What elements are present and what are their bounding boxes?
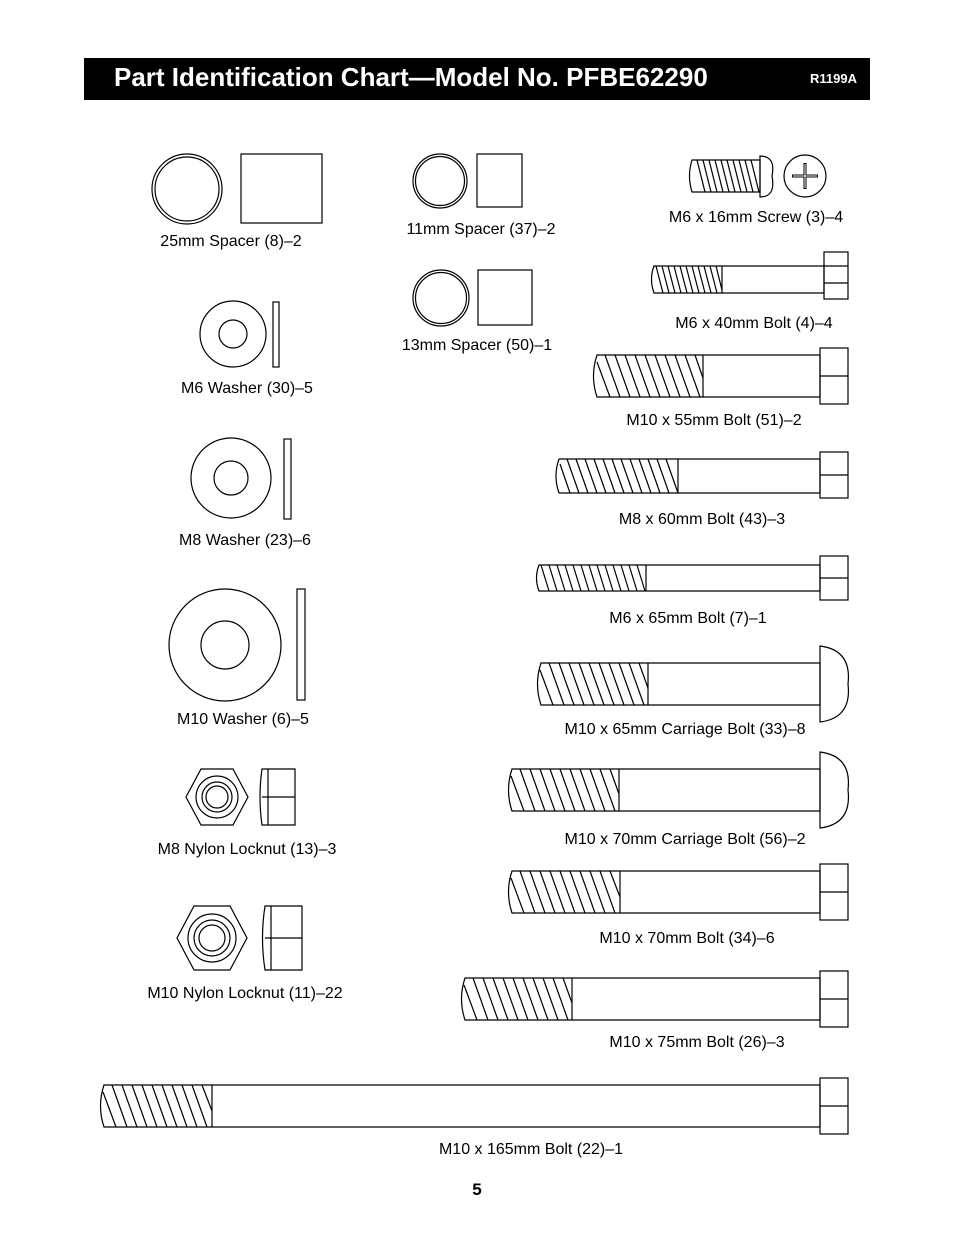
label-carriage-bolt-m10x70: M10 x 70mm Carriage Bolt (56)–2 (564, 831, 806, 848)
label-spacer-13mm: 13mm Spacer (50)–1 (401, 337, 553, 354)
locknut-m10-drawing (176, 905, 303, 971)
label-washer-m8: M8 Washer (23)–6 (179, 532, 311, 549)
label-bolt-m8x60: M8 x 60mm Bolt (43)–3 (618, 511, 786, 528)
label-bolt-m6x40: M6 x 40mm Bolt (4)–4 (675, 315, 833, 332)
label-washer-m6: M6 Washer (30)–5 (181, 380, 313, 397)
header-bar: Part Identification Chart—Model No. PFBE… (84, 58, 870, 100)
label-bolt-m6x65: M6 x 65mm Bolt (7)–1 (609, 610, 767, 627)
label-spacer-11mm: 11mm Spacer (37)–2 (406, 221, 556, 238)
label-bolt-m10x75: M10 x 75mm Bolt (26)–3 (609, 1034, 785, 1051)
label-bolt-m10x70: M10 x 70mm Bolt (34)–6 (599, 930, 775, 947)
bolt-m10x75-drawing (460, 970, 849, 1028)
page-title: Part Identification Chart—Model No. PFBE… (114, 62, 708, 92)
washer-m8-drawing (190, 437, 292, 520)
locknut-m8-drawing (185, 768, 296, 826)
label-washer-m10: M10 Washer (6)–5 (177, 711, 309, 728)
drawing-code: R1199A (810, 71, 857, 86)
carriage-bolt-m10x65-drawing (536, 645, 850, 723)
bolt-m10x165-drawing (99, 1077, 849, 1135)
label-spacer-25mm: 25mm Spacer (8)–2 (160, 233, 302, 250)
carriage-bolt-m10x70-drawing (507, 751, 850, 829)
label-bolt-m10x165: M10 x 165mm Bolt (22)–1 (438, 1141, 624, 1158)
page-number: 5 (472, 1180, 482, 1199)
bolt-m10x70-drawing (507, 863, 849, 921)
washer-m6-drawing (199, 300, 280, 368)
label-locknut-m10: M10 Nylon Locknut (11)–22 (147, 985, 343, 1002)
label-bolt-m10x55: M10 x 55mm Bolt (51)–2 (626, 412, 802, 429)
washer-m10-drawing (168, 588, 306, 702)
screw-m6x16-drawing (688, 154, 827, 198)
spacer-11mm-drawing (412, 153, 523, 209)
bolt-m8x60-drawing (555, 451, 849, 499)
bolt-m10x55-drawing (592, 347, 849, 405)
label-screw-m6x16: M6 x 16mm Screw (3)–4 (668, 209, 844, 226)
spacer-25mm-drawing (151, 153, 323, 225)
label-carriage-bolt-m10x65: M10 x 65mm Carriage Bolt (33)–8 (564, 721, 806, 738)
spacer-13mm-drawing (412, 269, 533, 327)
bolt-m6x40-drawing (650, 251, 849, 300)
label-locknut-m8: M8 Nylon Locknut (13)–3 (157, 841, 337, 858)
bolt-m6x65-drawing (535, 555, 849, 601)
